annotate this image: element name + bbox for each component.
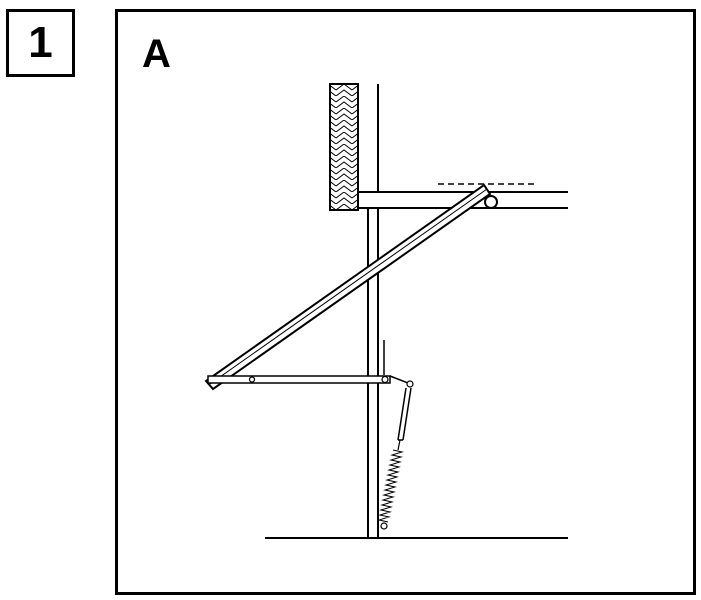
panel-letter: A (142, 32, 171, 76)
wall-section (329, 83, 359, 211)
ceiling-track (358, 183, 568, 209)
illustration-panel (115, 9, 696, 595)
door-frame (367, 84, 385, 538)
coil-spring (377, 449, 404, 530)
step-number-box: 1 (6, 9, 75, 77)
door-panel (204, 183, 492, 391)
spring-rod (397, 387, 412, 451)
step-number: 1 (28, 18, 53, 67)
lift-arm (207, 375, 414, 388)
